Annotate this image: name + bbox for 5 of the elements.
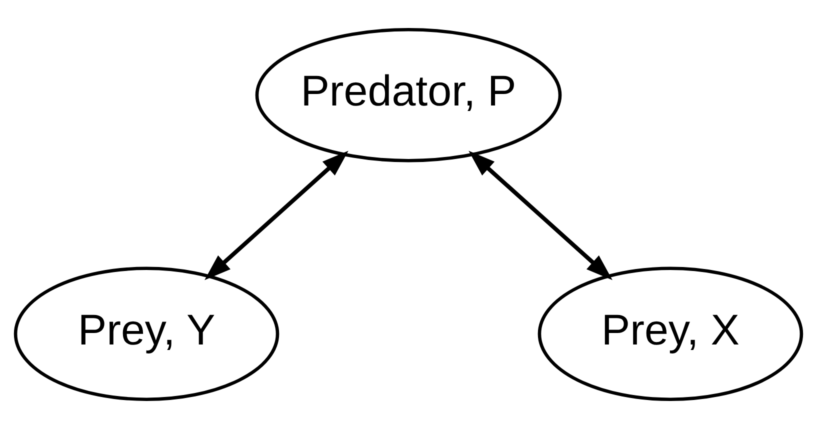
arrow (468, 150, 612, 280)
node-ellipse: Prey, X (538, 266, 804, 401)
node-ellipse: Predator, P (255, 27, 562, 162)
arrow (204, 150, 348, 280)
node-ellipse: Prey, Y (14, 266, 280, 401)
